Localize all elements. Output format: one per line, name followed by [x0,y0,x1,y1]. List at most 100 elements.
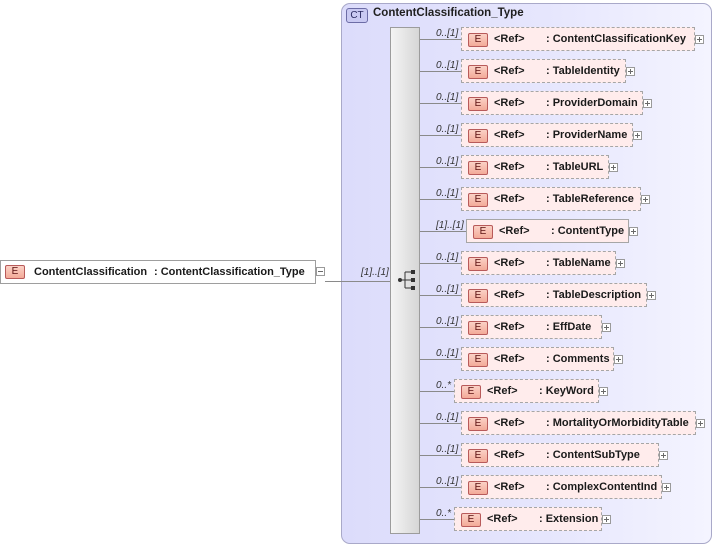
expand-icon[interactable] [616,259,625,268]
child-ref-label: <Ref> [494,129,525,141]
child-cardinality: 0..[1] [436,60,459,71]
element-icon: E [468,65,488,79]
child-connector [420,103,461,104]
child-connector [420,263,461,264]
child-ref-label: <Ref> [494,289,525,301]
child-ref-label: <Ref> [494,481,525,493]
element-icon: E [5,265,25,279]
child-cardinality: 0..[1] [436,124,459,135]
expand-icon[interactable] [643,99,652,108]
child-element[interactable]: E<Ref>: ProviderName [461,123,633,147]
collapse-icon[interactable] [316,267,325,276]
child-cardinality: 0..[1] [436,444,459,455]
child-element[interactable]: E<Ref>: ComplexContentInd [461,475,662,499]
child-element-name: : ContentClassificationKey [546,33,686,45]
child-element[interactable]: E <Ref> : TableURL [461,155,609,179]
child-ref-label: <Ref> [494,449,525,461]
child-ref-label: <Ref> [494,161,525,173]
child-connector [420,199,461,200]
child-element-name: : EffDate [546,321,592,333]
child-element[interactable]: E <Ref> : TableReference [461,187,641,211]
expand-icon[interactable] [641,195,650,204]
child-element-name: : Extension [539,513,599,525]
element-icon: E [468,161,488,175]
element-icon: E [468,33,488,47]
element-icon: E [468,289,488,303]
child-cardinality: 0..[1] [436,348,459,359]
child-element[interactable]: E<Ref>: EffDate [461,315,602,339]
expand-icon[interactable] [602,323,611,332]
child-element[interactable]: E <Ref> : TableDescription [461,283,647,307]
child-cardinality: 0..* [436,508,452,519]
child-element[interactable]: E <Ref> : ContentSubType [461,443,659,467]
complex-type-badge: CT [346,8,368,23]
element-icon: E [468,193,488,207]
child-element-name: : TableReference [546,193,634,205]
child-connector [420,39,461,40]
child-cardinality: 0..[1] [436,188,459,199]
child-ref-label: <Ref> [494,65,525,77]
child-element-name: : Comments [546,353,610,365]
root-cardinality: [1]..[1] [361,267,389,278]
expand-icon[interactable] [662,483,671,492]
child-cardinality: 0..[1] [436,412,459,423]
child-ref-label: <Ref> [494,193,525,205]
expand-icon[interactable] [599,387,608,396]
child-ref-label: <Ref> [499,225,530,237]
expand-icon[interactable] [696,419,705,428]
child-connector [420,295,461,296]
element-icon: E [468,417,488,431]
element-icon: E [473,225,493,239]
expand-icon[interactable] [629,227,638,236]
child-element[interactable]: E<Ref>: KeyWord [454,379,599,403]
child-element-name: : TableName [546,257,611,269]
child-connector [420,135,461,136]
expand-icon[interactable] [659,451,668,460]
element-icon: E [461,513,481,527]
expand-icon[interactable] [695,35,704,44]
child-ref-label: <Ref> [487,513,518,525]
child-element[interactable]: E <Ref> : MortalityOrMorbidityTable [461,411,696,435]
child-ref-label: <Ref> [494,33,525,45]
child-element-name: : ContentSubType [546,449,640,461]
child-cardinality: 0..[1] [436,284,459,295]
child-element-name: : TableIdentity [546,65,620,77]
child-element-name: : ContentType [551,225,625,237]
child-cardinality: 0..[1] [436,252,459,263]
child-element[interactable]: E<Ref>: TableName [461,251,616,275]
expand-icon[interactable] [614,355,623,364]
expand-icon[interactable] [602,515,611,524]
child-element[interactable]: E <Ref> : Extension [454,507,602,531]
child-connector [420,519,454,520]
child-ref-label: <Ref> [494,97,525,109]
child-ref-label: <Ref> [494,321,525,333]
child-connector [420,359,461,360]
child-element-name: : ComplexContentInd [546,481,658,493]
child-element[interactable]: E <Ref> : ContentClassificationKey [461,27,695,51]
element-icon: E [461,385,481,399]
root-element-box[interactable]: E ContentClassification : ContentClassif… [0,260,316,284]
child-connector [420,231,466,232]
expand-icon[interactable] [647,291,656,300]
child-element[interactable]: E <Ref> : ContentType [466,219,629,243]
expand-icon[interactable] [626,67,635,76]
child-connector [420,71,461,72]
child-ref-label: <Ref> [494,417,525,429]
expand-icon[interactable] [609,163,618,172]
element-icon: E [468,257,488,271]
element-icon: E [468,129,488,143]
child-element-name: : KeyWord [539,385,594,397]
child-connector [420,167,461,168]
complex-type-title: ContentClassification_Type [373,7,524,19]
child-element[interactable]: E<Ref>: Comments [461,347,614,371]
expand-icon[interactable] [633,131,642,140]
child-element-name: : TableDescription [546,289,642,301]
child-element[interactable]: E <Ref> : TableIdentity [461,59,626,83]
child-element-name: : MortalityOrMorbidityTable [546,417,689,429]
child-element-name: : TableURL [546,161,604,173]
root-element-name: ContentClassification [34,266,148,278]
element-icon: E [468,449,488,463]
child-cardinality: 0..[1] [436,316,459,327]
child-cardinality: 0..[1] [436,28,459,39]
child-element[interactable]: E<Ref>: ProviderDomain [461,91,643,115]
